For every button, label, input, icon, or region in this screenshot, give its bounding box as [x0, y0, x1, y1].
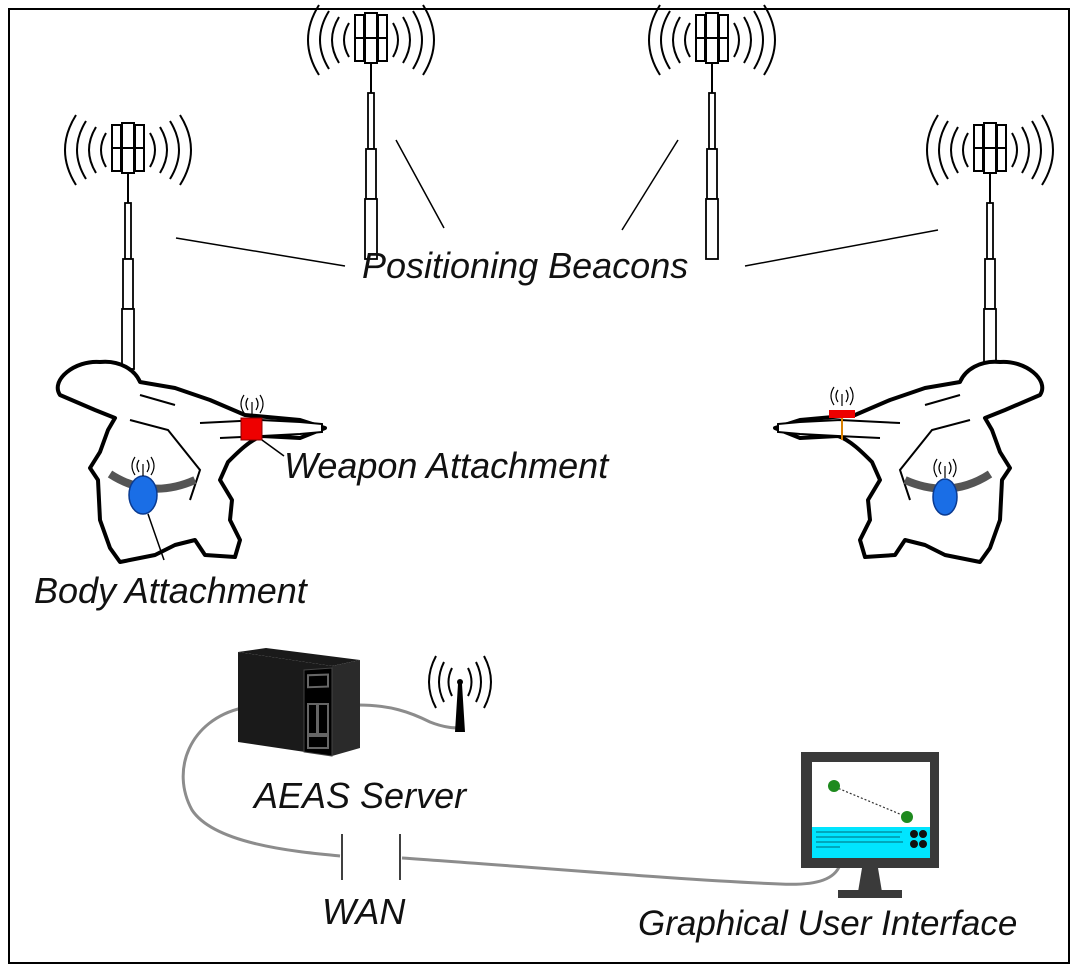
body-attachment-label: Body Attachment — [34, 570, 309, 611]
beacon-icon-far-right — [926, 114, 1054, 370]
map-node-a — [828, 780, 840, 792]
wan-break-icon — [341, 834, 401, 880]
network-cables — [181, 703, 842, 886]
body-attachment-device-right — [932, 478, 958, 516]
map-node-b — [901, 811, 913, 823]
antenna-icon — [428, 655, 492, 732]
beacon-icon-far-left — [64, 114, 192, 370]
beacon-icon-mid-right — [648, 4, 776, 260]
wan-label: WAN — [322, 891, 406, 932]
aeas-server-label: AEAS Server — [252, 775, 468, 816]
server-icon — [237, 647, 361, 757]
beacon-leader-lines — [175, 139, 939, 267]
positioning-beacons-label: Positioning Beacons — [362, 245, 688, 286]
soldier-icon-left — [58, 362, 325, 562]
monitor-icon — [801, 752, 939, 898]
beacon-icon-mid-left — [307, 4, 435, 260]
soldier-icon-right — [775, 362, 1042, 562]
weapon-attachment-label: Weapon Attachment — [284, 445, 610, 486]
weapon-attachment-device — [240, 417, 263, 441]
body-attachment-device — [128, 475, 158, 515]
weapon-attachment-device-right — [829, 410, 855, 418]
gui-label: Graphical User Interface — [638, 904, 1017, 943]
